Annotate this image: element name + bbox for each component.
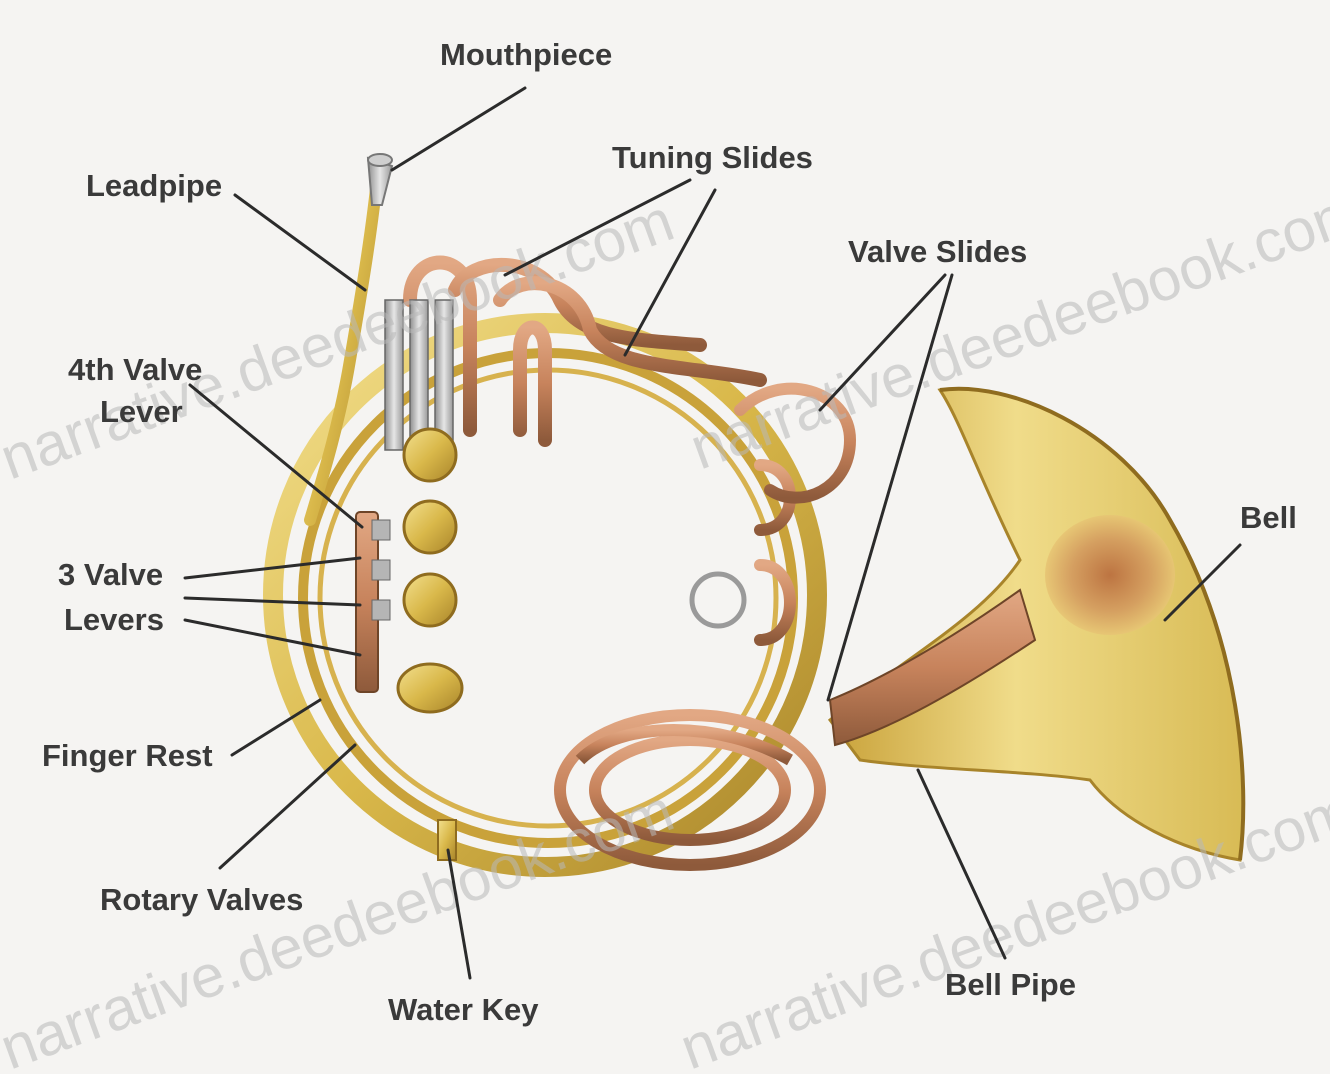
leader-leadpipe <box>235 195 365 290</box>
leader-rotary-valves <box>220 745 355 868</box>
label-3-valve-levers-line1: 3 Valve <box>58 557 163 592</box>
label-water-key: Water Key <box>388 992 539 1027</box>
label-3-valve-levers-line2: Levers <box>64 602 164 637</box>
valve-levers-shape <box>356 512 390 692</box>
label-finger-rest: Finger Rest <box>42 738 213 773</box>
label-mouthpiece: Mouthpiece <box>440 37 612 72</box>
label-valve-slides: Valve Slides <box>848 234 1027 269</box>
mouthpiece-shape <box>368 154 392 205</box>
french-horn-illustration <box>273 154 1243 867</box>
label-bell: Bell <box>1240 500 1297 535</box>
watermark-1: narrative.deedeebook.com <box>0 186 682 492</box>
label-leadpipe: Leadpipe <box>86 168 222 203</box>
label-tuning-slides: Tuning Slides <box>612 140 813 175</box>
label-4th-valve-lever-line2: Lever <box>100 394 183 429</box>
leader-mouthpiece <box>392 88 525 170</box>
label-rotary-valves: Rotary Valves <box>100 882 303 917</box>
label-4th-valve-lever-line1: 4th Valve <box>68 352 202 387</box>
label-bell-pipe: Bell Pipe <box>945 967 1076 1002</box>
watermark-3: narrative.deedeebook.com <box>0 776 682 1074</box>
bell-shape <box>830 389 1243 860</box>
leader-valve-slides-b <box>828 275 952 700</box>
